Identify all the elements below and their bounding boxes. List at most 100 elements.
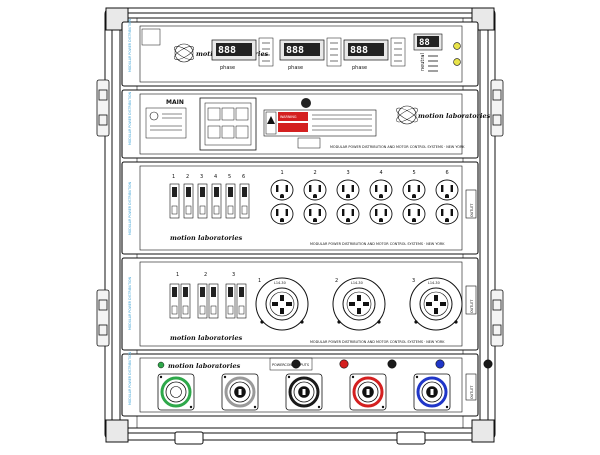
phase-meter-2: 888 phase: [279, 37, 342, 71]
twistlock-breaker-2a[interactable]: [197, 283, 208, 319]
powercon-connector-5[interactable]: [413, 373, 451, 411]
powercon-indicator-3: [387, 359, 397, 369]
svg-text:88: 88: [419, 38, 430, 48]
main-panel: MAIN WARNING: [121, 89, 491, 159]
twistlock-breaker-1b[interactable]: [180, 283, 191, 319]
powercon-note: POWERCON OUTPUTS: [272, 363, 309, 367]
edison-outlet-4-2[interactable]: [369, 203, 393, 225]
neutral-meter: 88 neutral: [413, 33, 443, 72]
edison-outlet-number: 1: [281, 170, 284, 176]
rail-label-3: MODULAR POWER DISTRIBUTION: [128, 181, 132, 235]
edison-outlet-2-2[interactable]: [303, 203, 327, 225]
powercon-tag: [465, 373, 477, 401]
svg-text:888: 888: [218, 45, 236, 56]
twistlock-breaker-1a[interactable]: [169, 283, 180, 319]
edison-breaker-4[interactable]: [211, 183, 222, 219]
edison-outlet-number: 6: [446, 170, 449, 176]
edison-breaker-number: 6: [242, 174, 245, 180]
main-breaker[interactable]: [199, 97, 257, 151]
phase-meter-1: 888 phase: [211, 37, 274, 71]
twistlock-brand: motion laboratories: [170, 334, 243, 342]
main-nameplate: [145, 107, 187, 139]
phase-label-3: phase: [352, 65, 367, 71]
meter-panel: motion laboratories 888 phase 888 phase: [121, 21, 479, 87]
warning-label: WARNING: [263, 109, 377, 137]
powercon-connector-3[interactable]: [285, 373, 323, 411]
edison-footer: MODULAR POWER DISTRIBUTION AND MOTOR CON…: [310, 242, 445, 246]
twistlock-outlet-number: 1: [258, 278, 261, 284]
twistlock-outlet-number: 2: [335, 278, 338, 284]
main-small-label: [297, 137, 321, 149]
phase-label-1: phase: [220, 65, 235, 71]
edison-breaker-1[interactable]: [169, 183, 180, 219]
twistlock-breaker-2b[interactable]: [208, 283, 219, 319]
twistlock-breaker-number: 2: [204, 272, 207, 278]
powercon-led: [157, 361, 165, 369]
edison-breaker-number: 1: [172, 174, 175, 180]
powercon-indicator-2: [339, 359, 349, 369]
edison-outlet-1-1[interactable]: [270, 179, 294, 201]
edison-outlet-number: 4: [380, 170, 383, 176]
powercon-panel: motion laboratories POWERCON OUTPUTS: [121, 353, 493, 417]
indicator-lamp-1: [453, 42, 461, 50]
edison-outlet-5-2[interactable]: [402, 203, 426, 225]
main-footer: MODULAR POWER DISTRIBUTION AND MOTOR CON…: [330, 145, 465, 149]
powercon-indicators: [291, 359, 493, 369]
powercon-connector-4[interactable]: [349, 373, 387, 411]
main-logo-text: motion laboratories: [418, 112, 491, 120]
twistlock-breaker-number: 1: [176, 272, 179, 278]
twistlock-outlet-number: 3: [412, 278, 415, 284]
twistlock-footer: MODULAR POWER DISTRIBUTION AND MOTOR CON…: [310, 340, 445, 344]
rail-label-4: MODULAR POWER DISTRIBUTION: [128, 276, 132, 330]
rail-label-5: MODULAR POWER DISTRIBUTION: [128, 351, 132, 405]
edison-outlet-5-1[interactable]: [402, 179, 426, 201]
svg-text:888: 888: [350, 45, 368, 56]
edison-outlet-3-2[interactable]: [336, 203, 360, 225]
powercon-indicator-1: [291, 359, 301, 369]
svg-text:888: 888: [286, 45, 304, 56]
twistlock-connector-label: L14-30: [274, 281, 286, 285]
powercon-brand: motion laboratories: [168, 362, 241, 370]
twistlock-breaker-3a[interactable]: [225, 283, 236, 319]
edison-breaker-number: 2: [186, 174, 189, 180]
edison-outlet-4-1[interactable]: [369, 179, 393, 201]
phase-meter-3: 888 phase: [343, 37, 406, 71]
edison-breaker-2[interactable]: [183, 183, 194, 219]
powercon-connectors: [157, 373, 451, 411]
powercon-connector-1[interactable]: [157, 373, 195, 411]
twistlock-tag: [465, 285, 477, 315]
edison-outlet-6-1[interactable]: [435, 179, 459, 201]
edison-breaker-3[interactable]: [197, 183, 208, 219]
twistlock-connector-label: L14-30: [428, 281, 440, 285]
twistlock-breaker-3b[interactable]: [236, 283, 247, 319]
panel-tags: OUTLET OUTLET OUTLET: [470, 203, 474, 399]
edison-outlet-number: 3: [347, 170, 350, 176]
edison-outlet-1-2[interactable]: [270, 203, 294, 225]
twistlock-connector-label: L14-30: [351, 281, 363, 285]
powercon-tag-text: OUTLET: [470, 385, 474, 399]
edison-outlet-3-1[interactable]: [336, 179, 360, 201]
powercon-connector-2[interactable]: [221, 373, 259, 411]
edison-outlet-6-2[interactable]: [435, 203, 459, 225]
powercon-indicator-4: [435, 359, 445, 369]
edison-outlet-number: 2: [314, 170, 317, 176]
main-indicator: [301, 98, 311, 108]
edison-breaker-number: 4: [214, 174, 217, 180]
rail-label-1: MODULAR POWER DISTRIBUTION: [128, 18, 132, 72]
twistlock-tag-text: OUTLET: [470, 299, 474, 313]
edison-breaker-5[interactable]: [225, 183, 236, 219]
indicator-lamp-2: [453, 58, 461, 66]
main-logo: motion laboratories: [396, 105, 491, 125]
edison-breaker-6[interactable]: [239, 183, 250, 219]
edison-outlet-2-1[interactable]: [303, 179, 327, 201]
